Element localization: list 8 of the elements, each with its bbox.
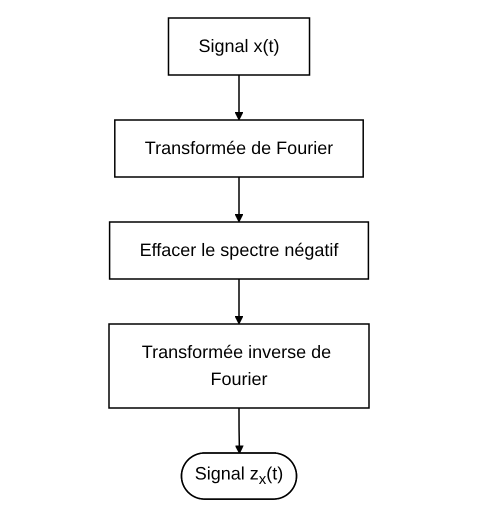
arrow — [234, 176, 244, 222]
node-box: Transformée de Fourier — [114, 119, 364, 178]
arrow — [234, 278, 244, 324]
arrow — [234, 408, 244, 454]
arrow — [234, 74, 244, 120]
node-box: Effacer le spectre négatif — [108, 221, 370, 280]
node-box: Signal x(t) — [168, 17, 310, 76]
node-box: Transformée inverse de Fourier — [108, 323, 370, 409]
